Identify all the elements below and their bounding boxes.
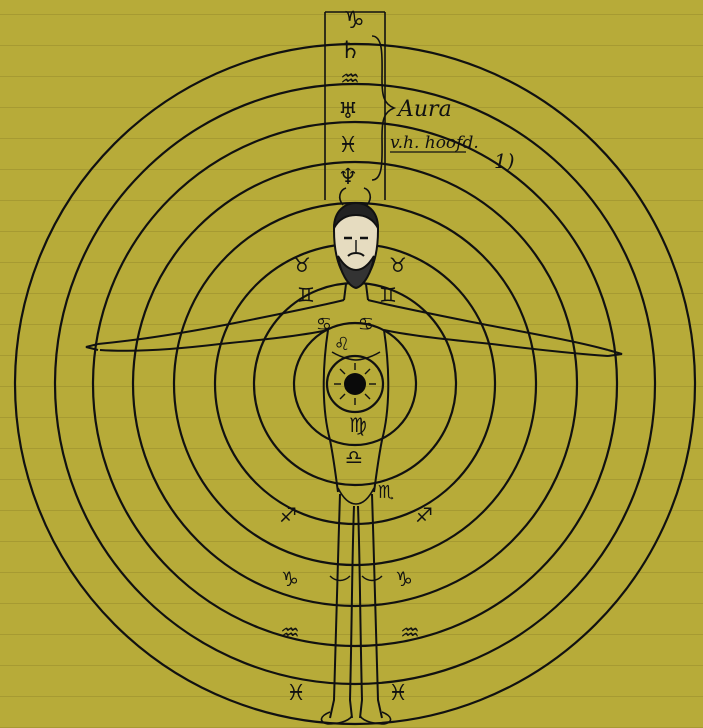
capricorn-icon: ♑ <box>343 6 365 34</box>
capricorn-right-icon: ♑ <box>395 567 413 591</box>
gemini-left-icon: ♊ <box>297 283 315 307</box>
pisces-icon: ♓ <box>338 133 358 158</box>
aura-label: Aura <box>396 97 452 122</box>
sagittarius-right-icon: ♐ <box>415 503 433 527</box>
aquarius-icon: ♒ <box>340 67 360 92</box>
taurus-right-icon: ♉ <box>389 253 407 277</box>
aura-sublabel: v.h. hoofd. <box>390 133 479 153</box>
capricorn-left-icon: ♑ <box>281 567 299 591</box>
aquarius-left-icon: ♒ <box>280 621 300 646</box>
virgo-icon: ♍ <box>349 413 367 437</box>
uranus-icon: ♅ <box>338 99 358 124</box>
neptune-icon: ♆ <box>338 165 358 190</box>
pisces-left-icon: ♓ <box>286 681 306 706</box>
cancer-left-icon: ♋ <box>316 314 332 335</box>
pisces-right-icon: ♓ <box>388 681 408 706</box>
gemini-right-icon: ♊ <box>379 283 397 307</box>
scorpio-icon: ♏ <box>378 482 394 503</box>
taurus-left-icon: ♉ <box>293 253 311 277</box>
leo-icon: ♌ <box>334 334 350 355</box>
cancer-right-icon: ♋ <box>358 314 374 335</box>
central-sun <box>334 363 376 405</box>
aquarius-right-icon: ♒ <box>400 621 420 646</box>
saturn-icon: ♄ <box>339 36 361 64</box>
sagittarius-left-icon: ♐ <box>279 503 297 527</box>
libra-icon: ♎ <box>345 445 363 469</box>
footnote-marker: 1) <box>494 149 515 173</box>
